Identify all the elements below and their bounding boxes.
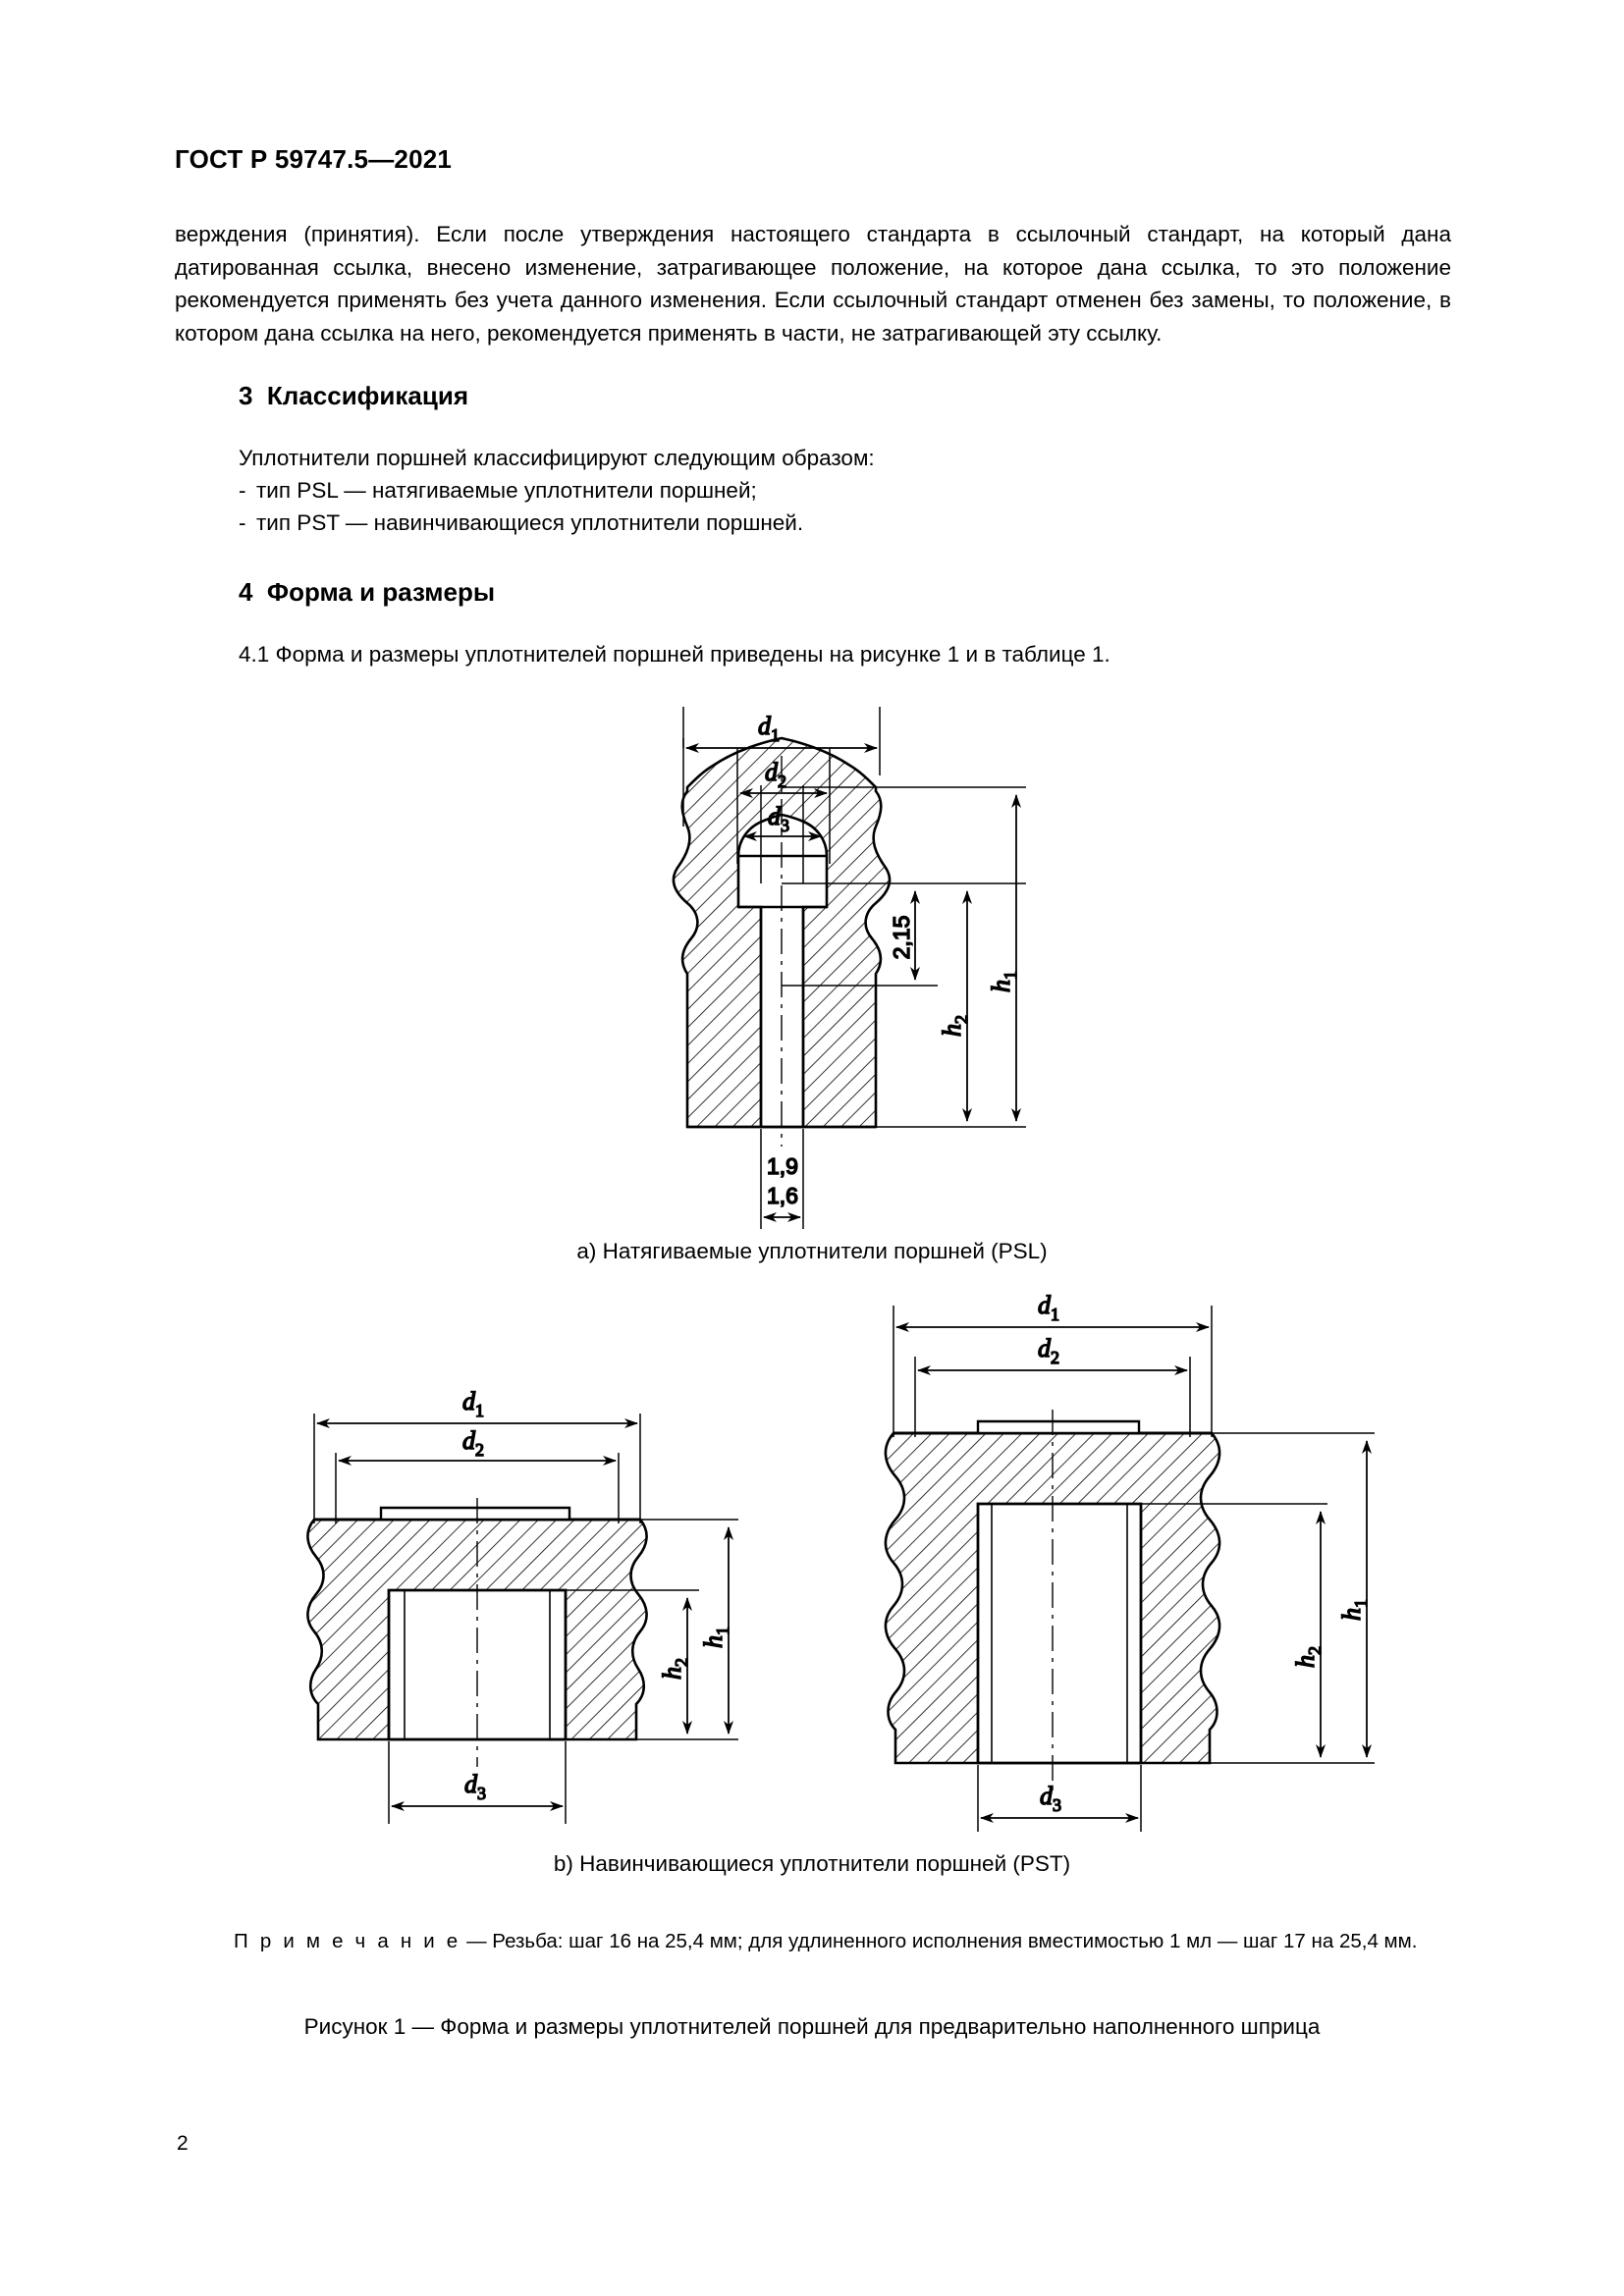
psl-label-16: 1,6 [767,1183,798,1208]
pst-left-label-h2: h2 [658,1658,691,1680]
pst-left-label-d2: d2 [462,1426,484,1460]
pst-left-top-plate [379,1506,571,1522]
psl-inner-cavity [736,813,829,1129]
pst-right-label-d3: d3 [1040,1782,1061,1815]
heading-4-number: 4 [239,577,253,607]
psl-label-19: 1,9 [767,1153,798,1179]
psl-label-h1: h1 [987,971,1020,992]
heading-section-4: 4 Форма и размеры [239,577,495,608]
classification-list-item: -тип PSL — натягиваемые уплотнители порш… [239,474,757,507]
pst-right-body-outline [884,1431,1221,1765]
classification-item-text-0: тип PSL — натягиваемые уплотнители поршн… [256,478,757,503]
heading-3-title: Классификация [266,381,469,410]
drawing-pst-right: d1 d2 d3 h2 h1 [884,1290,1375,1832]
psl-label-215: 2,15 [889,916,914,960]
drawing-psl: d1 d2 d3 2,15 h2 h1 1,9 1,6 [672,707,1026,1229]
list-dash: - [239,510,246,535]
pst-right-label-h1: h1 [1337,1599,1371,1621]
psl-label-h2: h2 [938,1015,971,1037]
pst-right-cavity [976,1502,1143,1765]
pst-left-label-h1: h1 [699,1627,732,1648]
note-label: П р и м е ч а н и е [234,1930,461,1952]
figure-title: Рисунок 1 — Форма и размеры уплотнителей… [303,2014,1321,2039]
psl-label-d2: d2 [765,758,786,791]
page-number: 2 [177,2132,189,2155]
pst-left-body-outline [306,1518,648,1741]
clause-4-1: 4.1 Форма и размеры уплотнителей поршней… [239,642,1110,667]
list-dash: - [239,478,246,503]
heading-section-3: 3 Классификация [239,381,468,411]
pst-right-top-plate [976,1419,1141,1435]
pst-left-label-d1: d1 [462,1387,484,1420]
figure-caption-a: a) Натягиваемые уплотнители поршней (PSL… [576,1239,1048,1263]
document-header-standard-id: ГОСТ Р 59747.5—2021 [175,144,453,174]
classification-intro: Уплотнители поршней классифицируют следу… [239,446,875,470]
drawing-pst-left: d1 d2 d3 h2 h1 [306,1386,738,1824]
pst-left-cavity [387,1588,568,1741]
pst-right-label-h2: h2 [1291,1646,1325,1668]
heading-3-number: 3 [239,381,253,410]
psl-label-d3: d3 [768,802,789,835]
figure-caption-b: b) Навинчивающиеся уплотнители поршней (… [553,1851,1071,1876]
classification-item-text-1: тип PST — навинчивающиеся уплотнители по… [256,510,804,535]
note-text: — Резьба: шаг 16 на 25,4 мм; для удлинен… [466,1930,1418,1952]
pst-left-label-d3: d3 [464,1770,486,1803]
heading-4-title: Форма и размеры [266,577,496,607]
body-paragraph-block: верждения (принятия). Если после утвержд… [175,218,1451,349]
paragraph-continued: верждения (принятия). Если после утвержд… [175,222,1451,346]
psl-body-outline [672,736,892,1129]
pst-right-label-d2: d2 [1038,1334,1059,1367]
classification-list-item: -тип PST — навинчивающиеся уплотнители п… [239,507,803,539]
psl-label-d1: d1 [758,712,780,745]
pst-right-label-d1: d1 [1038,1291,1059,1324]
figure-note: П р и м е ч а н и е — Резьба: шаг 16 на … [175,1926,1456,1956]
